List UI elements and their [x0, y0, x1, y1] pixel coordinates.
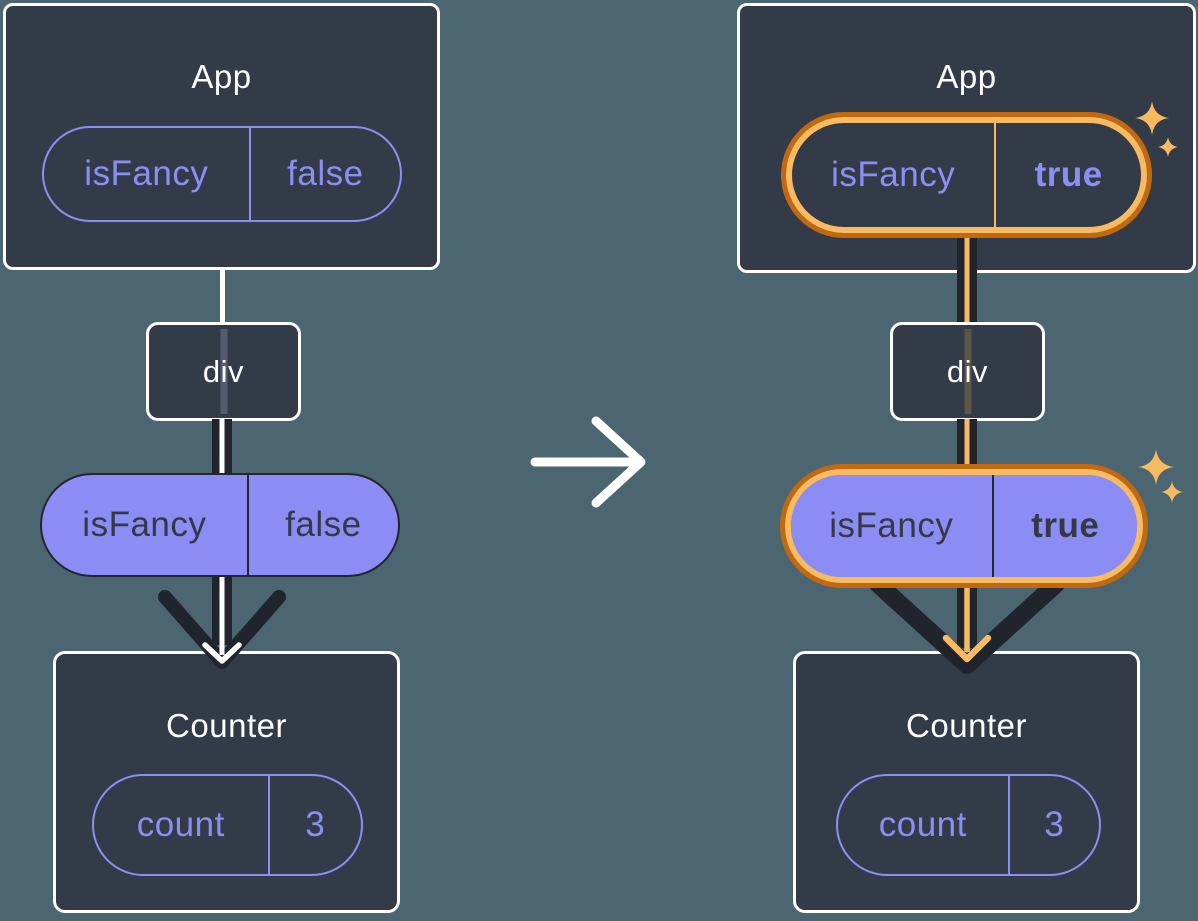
connector-core [964, 237, 970, 325]
highlight-ring: isFancy true [786, 117, 1147, 233]
arrowhead-icon [942, 634, 992, 663]
prop-pill: isFancy false [40, 473, 400, 577]
app-state-pill: isFancy false [42, 126, 402, 222]
state-value: true [1034, 155, 1103, 194]
highlight-ring: isFancy true [785, 469, 1143, 583]
state-name: count [838, 776, 1010, 874]
arrow-head [591, 416, 646, 508]
prop-value: false [285, 505, 362, 544]
connector-core [964, 419, 970, 469]
app-state-pill-highlighted: isFancy true [781, 112, 1152, 238]
counter-state-pill: count 3 [92, 774, 363, 876]
connector-div-prop [212, 419, 232, 476]
app-title: App [191, 58, 252, 95]
counter-state-pill: count 3 [836, 774, 1101, 876]
counter-component-box-before: Counter count 3 [53, 651, 400, 913]
transition-arrow-icon [530, 416, 646, 508]
state-value: 3 [1044, 805, 1065, 844]
state-value: 3 [305, 805, 326, 844]
div-label: div [202, 353, 245, 389]
state-name: count [94, 776, 270, 874]
app-state-pill: isFancy true [792, 123, 1141, 227]
connector-core [219, 419, 225, 476]
prop-pill-highlighted: isFancy true [780, 464, 1148, 588]
pass-through-line [220, 329, 227, 414]
state-value: false [287, 154, 364, 193]
counter-component-box-after: Counter count 3 [793, 651, 1140, 913]
prop-name: isFancy [791, 475, 994, 577]
sparkle-icon [1135, 101, 1169, 135]
arrow-prop-counter [158, 570, 286, 669]
prop-name: isFancy [42, 475, 249, 575]
counter-title: Counter [906, 707, 1027, 744]
connector-app-div [219, 267, 225, 325]
state-name: isFancy [792, 123, 997, 227]
sparkle-icon [1138, 449, 1174, 485]
prop-value: true [1031, 506, 1100, 545]
sparkle-icon [1161, 481, 1183, 503]
pass-through-line [964, 329, 971, 414]
sparkle-icon [1158, 137, 1178, 157]
app-title: App [936, 58, 997, 95]
connector-app-div [957, 237, 977, 325]
div-component-box-before: div [146, 322, 301, 421]
connector-div-prop [957, 419, 977, 469]
counter-title: Counter [166, 707, 287, 744]
div-component-box-after: div [890, 322, 1045, 421]
arrowhead-icon [202, 642, 242, 664]
div-label: div [946, 353, 989, 389]
prop-pill: isFancy true [791, 475, 1137, 577]
chevron-down-icon [869, 575, 1065, 674]
state-name: isFancy [44, 128, 251, 220]
